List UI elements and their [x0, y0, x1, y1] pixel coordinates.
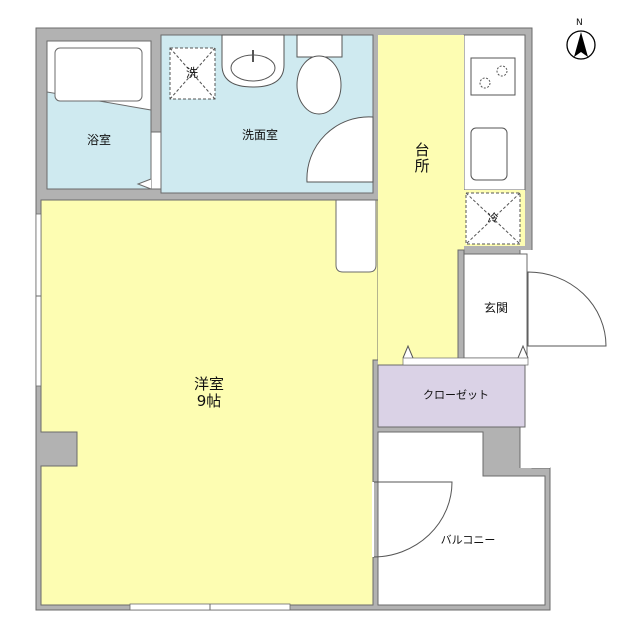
washroom-label: 洗面室: [241, 128, 279, 143]
counter-end: [335, 199, 377, 273]
kitchen-sink: [470, 127, 508, 181]
toilet-tank: [296, 34, 343, 58]
washer-label: 洗: [185, 66, 199, 81]
western-room-size: 9帖: [196, 392, 222, 410]
western-room-label: 洋室 9帖: [193, 374, 225, 411]
fridge-label: 冷: [487, 211, 499, 225]
entrance-floor: [463, 253, 528, 359]
compass-label: N: [576, 18, 583, 28]
left-window: [35, 213, 42, 387]
balcony-floor: [377, 431, 546, 606]
western-room-name: 洋室: [193, 374, 225, 393]
kitchen-label: 台所: [412, 142, 431, 174]
washroom-door-swing: [306, 116, 374, 183]
entrance-door-swing: [527, 271, 607, 347]
north-arrow-icon: [566, 30, 596, 60]
bathroom-label: 浴室: [86, 133, 112, 148]
entrance-label: 玄関: [483, 301, 509, 316]
closet-floor: [377, 364, 526, 428]
balcony-door-swing: [372, 481, 453, 558]
toilet-bowl: [296, 55, 342, 115]
balcony-label: バルコニー: [440, 533, 496, 547]
stove: [470, 57, 516, 96]
closet-label: クローゼット: [423, 388, 489, 402]
